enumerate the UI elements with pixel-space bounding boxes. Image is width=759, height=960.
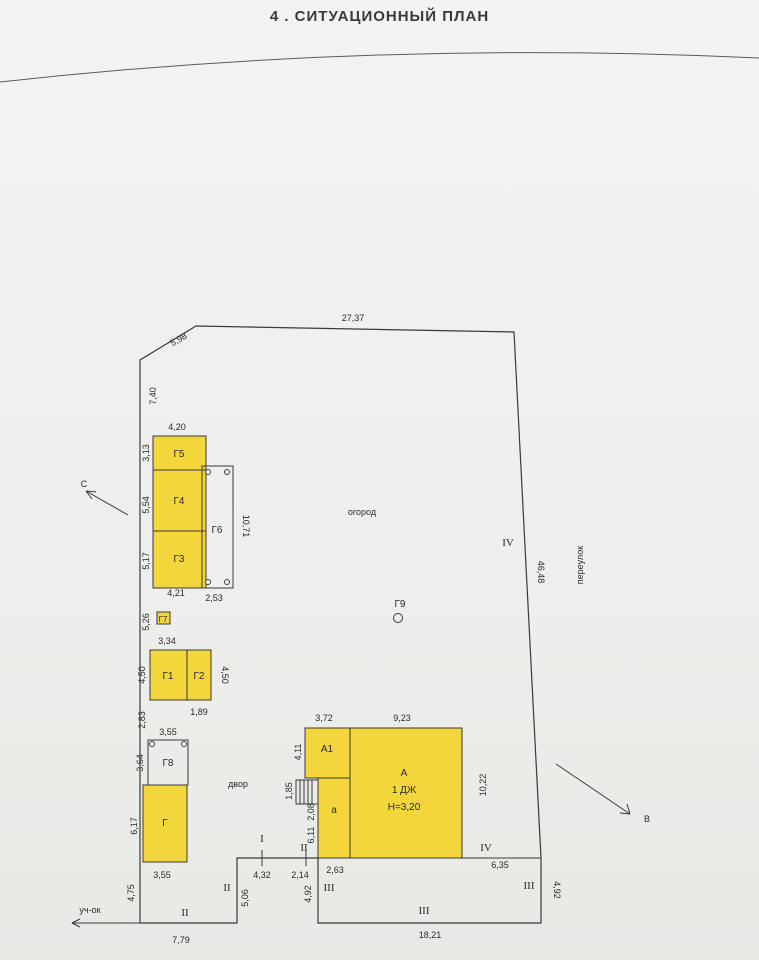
dim-1821: 18,21 [419,930,442,940]
mark-r2a: II [300,842,308,854]
dim-334: 3,34 [158,636,176,646]
dim-421: 4,21 [167,588,185,598]
dim-214: 2,14 [291,870,309,880]
label-g9: Г9 [395,599,406,610]
well-g9 [393,613,403,623]
label-yard: двор [228,779,248,789]
building-g [142,784,188,863]
building-main-a [349,727,463,859]
building-g7 [156,611,171,625]
dim-923: 9,23 [393,713,411,723]
label-g8: Г8 [163,758,174,769]
page-title: 4 . СИТУАЦИОННЫЙ ПЛАН [269,8,490,25]
dim-208: 2,08 [306,803,316,821]
dim-506: 5,06 [240,889,250,907]
label-g5: Г5 [174,449,185,460]
dim-1022: 10,22 [478,774,488,797]
label-g: Г [162,818,168,829]
label-garden: огород [348,507,377,517]
dim-635: 6,35 [491,860,509,870]
dim-450a: 4,50 [137,666,147,684]
north-arrow [85,490,129,516]
label-plot: уч-ок [79,905,100,915]
dim-450b: 4,50 [220,666,230,684]
east-arrow [555,763,631,815]
dim-1071: 10,71 [241,515,251,538]
label-main-a: А [401,768,408,779]
dim-420: 4,20 [168,422,186,432]
mark-r3b: III [419,905,430,917]
dim-475: 4,75 [126,884,136,902]
label-g7: Г7 [159,615,168,624]
porch-steps [295,779,319,805]
dim-355a: 3,55 [159,727,177,737]
building-g6 [201,465,234,589]
dim-185: 1,85 [284,782,294,800]
dim-611: 6,11 [306,827,316,844]
dim-355b: 3,55 [153,870,171,880]
mark-r4b: IV [480,842,492,854]
dim-411: 4,11 [293,744,303,761]
label-a-small: а [331,805,337,816]
mark-r2c: II [181,907,189,919]
dim-617: 6,17 [129,817,139,835]
dim-2737: 27,37 [342,313,365,323]
dim-432: 4,32 [253,870,271,880]
dim-372: 3,72 [315,713,333,723]
label-a1: А1 [321,744,334,755]
building-a-small [317,777,351,859]
dim-779: 7,79 [172,935,190,945]
mark-r1: I [260,833,264,845]
label-east: В [644,814,650,824]
post-marker [149,741,155,747]
label-g1: Г1 [163,671,174,682]
building-g1 [149,649,188,701]
mark-r2b: II [223,882,231,894]
post-marker [205,579,211,585]
building-g2 [186,649,212,701]
dim-740: 7,40 [148,387,158,405]
post-marker [224,579,230,585]
dim-364: 3,64 [135,754,145,772]
mark-r3c: III [524,880,535,892]
dim-253: 2,53 [205,593,223,603]
dim-4648: 46,48 [536,561,546,584]
dim-554: 5,54 [141,496,151,514]
dim-189: 1,89 [190,707,208,717]
dim-492a: 4,92 [303,885,313,903]
label-north: С [81,479,88,489]
dim-283: 2,83 [137,711,147,729]
dim-598: 5,98 [168,331,188,348]
dim-313: 3,13 [141,444,151,462]
building-g3 [152,530,207,589]
post-marker [181,741,187,747]
building-g4 [152,469,207,532]
label-lane: переулок [575,546,585,584]
header-divider [0,52,759,83]
dim-263: 2,63 [326,865,344,875]
post-marker [205,469,211,475]
mark-r3a: III [324,882,335,894]
label-main-floors: 1 ДЖ [392,785,417,796]
plot-boundary [139,325,542,924]
label-g2: Г2 [194,671,205,682]
dim-517: 5,17 [141,552,151,570]
label-g3: Г3 [174,554,185,565]
label-main-height: Н=3,20 [388,802,421,813]
mark-r4a: IV [502,537,514,549]
label-g6: Г6 [212,525,223,536]
plot-arrow [71,918,140,928]
post-marker [224,469,230,475]
dim-492b: 4,92 [552,881,562,899]
label-g4: Г4 [174,496,185,507]
dim-526: 5,26 [141,613,151,631]
boundary-ticks [261,850,307,866]
